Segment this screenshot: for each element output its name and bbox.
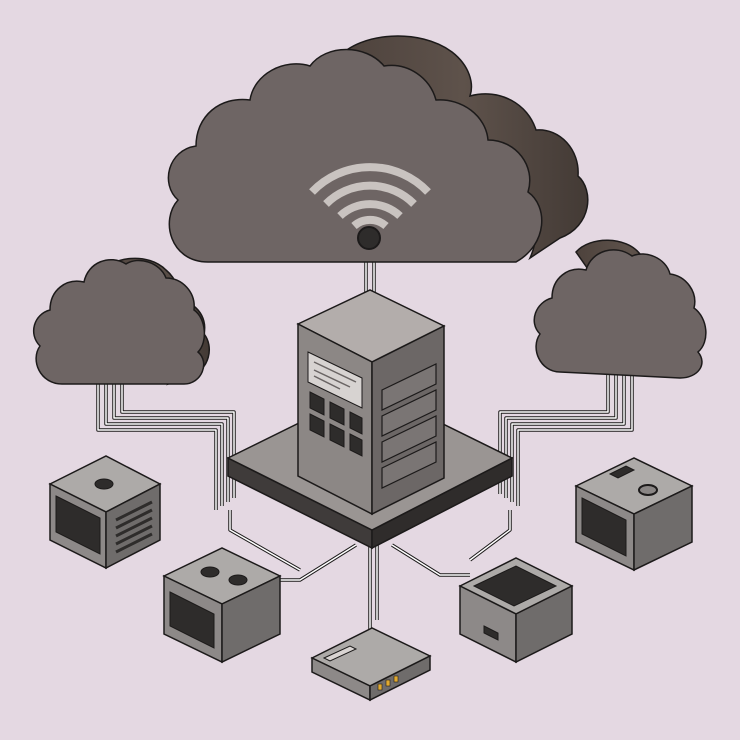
- left-cloud-icon: [32, 257, 210, 386]
- device-cube-icon: [574, 457, 694, 572]
- device-cube-icon: [162, 547, 282, 664]
- device-cube-icon: [458, 557, 574, 664]
- router-icon: [310, 627, 432, 702]
- device-cube-icon: [48, 455, 162, 570]
- wifi-icon: [309, 163, 431, 250]
- large-cloud-icon: [167, 35, 589, 263]
- right-cloud-icon: [533, 239, 707, 379]
- server-tower-icon: [296, 289, 446, 516]
